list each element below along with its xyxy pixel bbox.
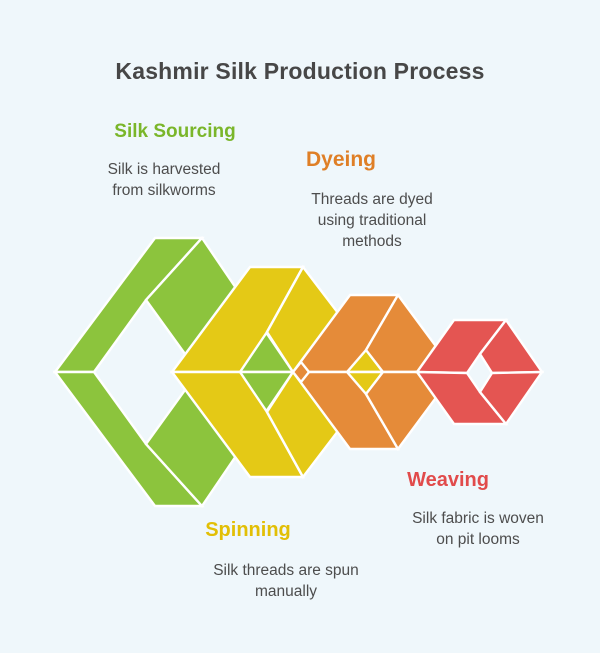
ribbon-dyeing-left-tip-facet: [291, 360, 311, 384]
stage-description-spinning: Silk threads are spun manually: [213, 562, 359, 600]
stage-description-dyeing: Threads are dyed using traditional metho…: [311, 191, 433, 250]
stage-label-silk-sourcing: Silk Sourcing: [114, 121, 236, 142]
ribbon-weaving: [414, 317, 545, 426]
page-title: Kashmir Silk Production Process: [115, 58, 485, 84]
stage-label-weaving: Weaving: [407, 469, 489, 491]
ribbon-weaving-lower-right-facet: [478, 370, 545, 426]
stage-label-spinning: Spinning: [205, 519, 291, 541]
stage-description-weaving: Silk fabric is woven on pit looms: [412, 510, 544, 548]
stage-description-silk-sourcing: Silk is harvested from silkworms: [107, 161, 221, 199]
stage-label-dyeing: Dyeing: [305, 148, 376, 171]
